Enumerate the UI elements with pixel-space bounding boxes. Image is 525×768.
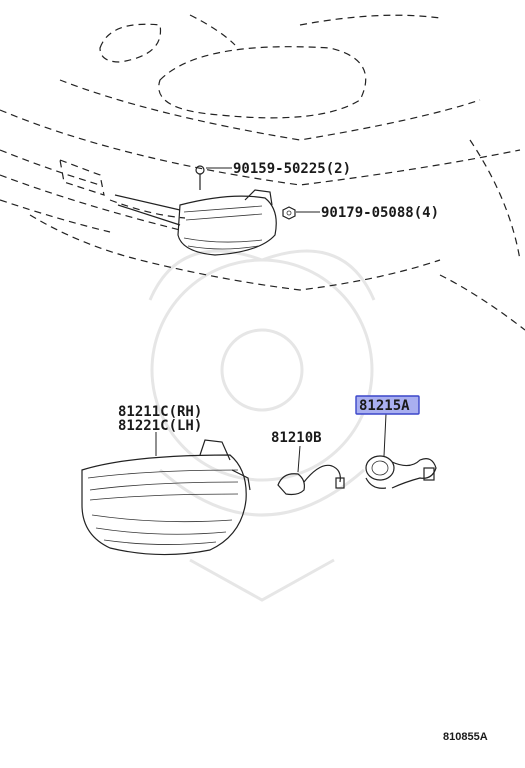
- vehicle-body-outline: [0, 14, 525, 331]
- socket-wire-icon: [365, 455, 437, 489]
- callout-nut[interactable]: 90179-05088(4): [321, 205, 439, 221]
- callout-socket[interactable]: 81215A: [359, 398, 410, 414]
- callout-lamp-rh[interactable]: 81211C(RH): [118, 404, 202, 420]
- callout-bulb[interactable]: 81210B: [271, 430, 322, 446]
- callout-bolt[interactable]: 90159-50225(2): [233, 161, 351, 177]
- nut-icon: [282, 206, 296, 220]
- fog-lamp-exploded: [81, 439, 251, 556]
- callout-highlight-box: [355, 395, 420, 415]
- bulb-icon: [277, 464, 345, 496]
- bolt-icon: [195, 165, 205, 190]
- watermark-emblem: [148, 249, 376, 602]
- fog-lamp-installed: [114, 189, 277, 256]
- callout-lamp-lh[interactable]: 81221C(LH): [118, 418, 202, 434]
- diagram-id: 810855A: [443, 731, 488, 743]
